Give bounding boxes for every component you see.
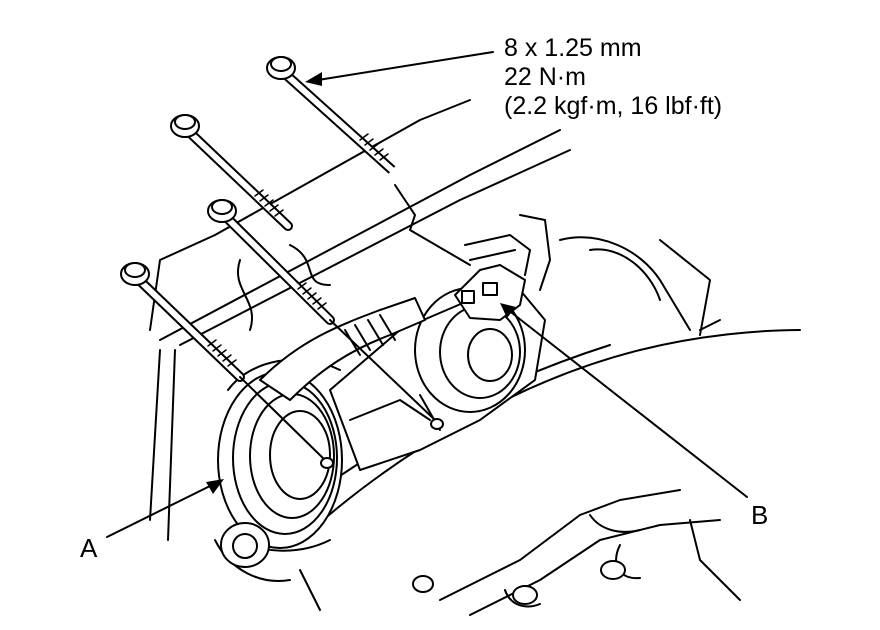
bolt-torque-spec: 8 x 1.25 mm 22 N·m (2.2 kgf·m, 16 lbf·ft…: [504, 34, 722, 121]
spec-leader-arrow: [305, 51, 494, 86]
bolt-3: [207, 199, 444, 430]
callout-b-leader: [500, 303, 748, 498]
engine-block-outline: [149, 99, 721, 541]
bolt-2: [170, 114, 293, 231]
torque-alt-text: (2.2 kgf·m, 16 lbf·ft): [504, 92, 723, 120]
bolt-4: [120, 262, 334, 469]
callout-a-label: A: [80, 533, 98, 563]
washer: [220, 522, 270, 568]
compressor-pulley: [217, 358, 343, 552]
lower-engine-parts: [214, 489, 741, 616]
callout-b-label: B: [751, 500, 769, 530]
torque-nm-text: 22 N·m: [504, 63, 586, 91]
thread-size-text: 8 x 1.25 mm: [504, 34, 642, 62]
callout-a-leader: [106, 479, 224, 538]
compressor-body: [329, 287, 546, 471]
bolt-1: [266, 56, 396, 174]
